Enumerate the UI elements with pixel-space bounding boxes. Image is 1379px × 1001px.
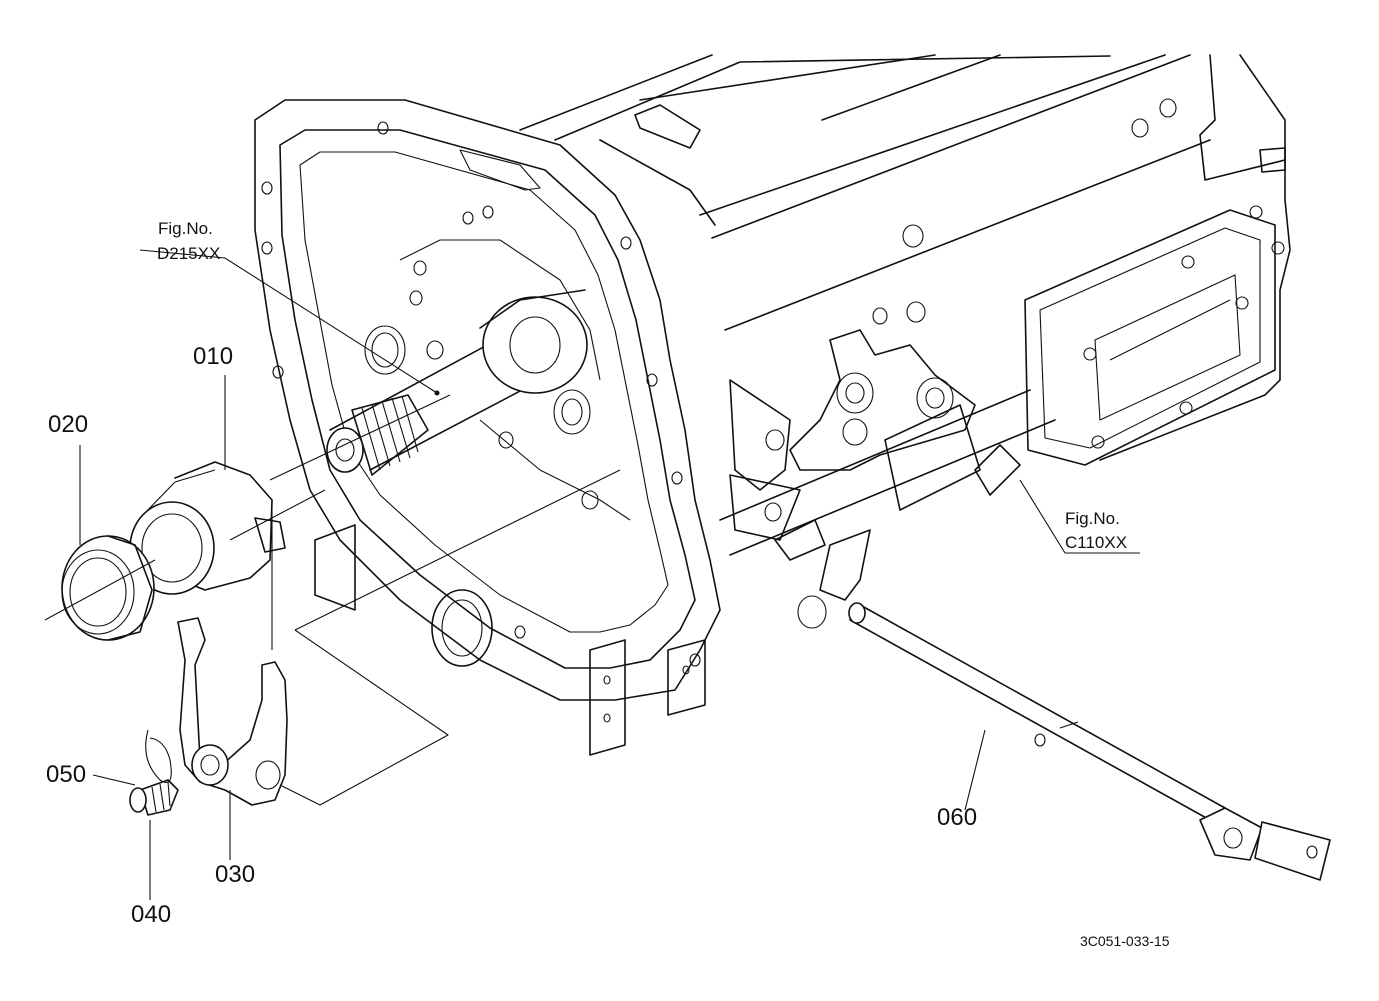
part-label-010: 010 [193, 343, 233, 370]
part-label-030: 030 [215, 861, 255, 888]
figure-reference-d215: Fig.No. D215XX [157, 219, 220, 263]
part-release-fork [177, 617, 288, 806]
fig-ref-code: C110XX [1065, 533, 1127, 552]
part-label-020: 020 [48, 411, 88, 438]
part-label-050: 050 [46, 761, 86, 788]
part-release-bearing [61, 535, 155, 641]
drawing-code: 3C051-033-15 [1080, 933, 1170, 949]
fig-ref-code: D215XX [157, 244, 220, 263]
fig-ref-prefix: Fig.No. [1065, 509, 1120, 528]
fig-ref-prefix: Fig.No. [158, 219, 213, 238]
bolt-holes [872, 98, 1285, 449]
part-bolt [129, 779, 179, 816]
input-shaft [326, 289, 588, 476]
part-label-040: 040 [131, 901, 171, 928]
part-labels: 010 020 030 040 050 060 [46, 343, 977, 928]
part-clutch-shaft [848, 602, 1331, 881]
figure-reference-c110: Fig.No. C110XX [1065, 509, 1127, 552]
part-spring-pin [145, 729, 172, 784]
part-label-060: 060 [937, 804, 977, 831]
transmission-housing [519, 54, 1291, 629]
bell-housing [254, 99, 721, 756]
leader-lines [44, 249, 1140, 900]
